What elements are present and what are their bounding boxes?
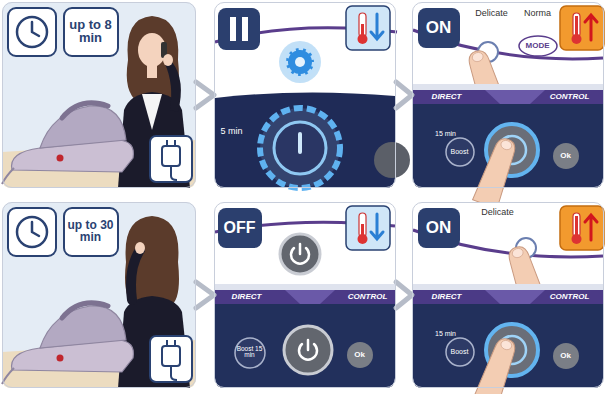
panel-label: up to 8 min	[67, 18, 115, 45]
step-panel: ON DelicateDIRECT CONTROL 15 minBoost Ok	[412, 202, 604, 388]
panel-label: DIRECT	[432, 292, 462, 300]
panel-label: up to 30 min	[66, 219, 116, 244]
panel-label: 15 min	[435, 130, 456, 137]
panel-label: Boost	[451, 148, 469, 155]
panel-label: Boost	[451, 348, 469, 355]
panel-label: CONTROL	[348, 292, 388, 300]
panel-label: ON	[426, 19, 452, 37]
panel-label: Ok	[560, 151, 571, 159]
step-panel: 5 min	[214, 2, 396, 188]
panel-label: ON	[426, 219, 452, 237]
panel-label: CONTROL	[550, 92, 590, 100]
panel-label: Ok	[560, 351, 571, 359]
panel-label: OFF	[224, 219, 256, 236]
panel-label: Boost 15 min	[237, 346, 263, 360]
panel-label: Delicate	[475, 9, 508, 18]
panel-label: DIRECT	[232, 292, 262, 300]
panel-label: Norma	[524, 9, 551, 18]
panel-label: CONTROL	[550, 292, 590, 300]
chevron-arrow	[196, 82, 214, 108]
chevron-arrow	[396, 82, 412, 108]
step-panel: OFF DIRECT CONTROL Boost 15 min Ok	[214, 202, 396, 388]
panel-label: 5 min	[220, 127, 242, 136]
step-panel: ON Delicate NormaMODE DIRECT CONTROL 15 minBo…	[412, 2, 604, 188]
step-panel: up to 30 min	[2, 202, 196, 388]
chevron-arrow	[196, 282, 214, 308]
panel-label: Ok	[354, 350, 365, 358]
panel-label: MODE	[526, 41, 550, 49]
panel-label: 15 min	[435, 330, 456, 337]
step-panel: up to 8 min	[2, 2, 196, 188]
panel-label: Delicate	[481, 208, 514, 217]
chevron-arrow	[396, 282, 412, 308]
panel-label: DIRECT	[432, 92, 462, 100]
